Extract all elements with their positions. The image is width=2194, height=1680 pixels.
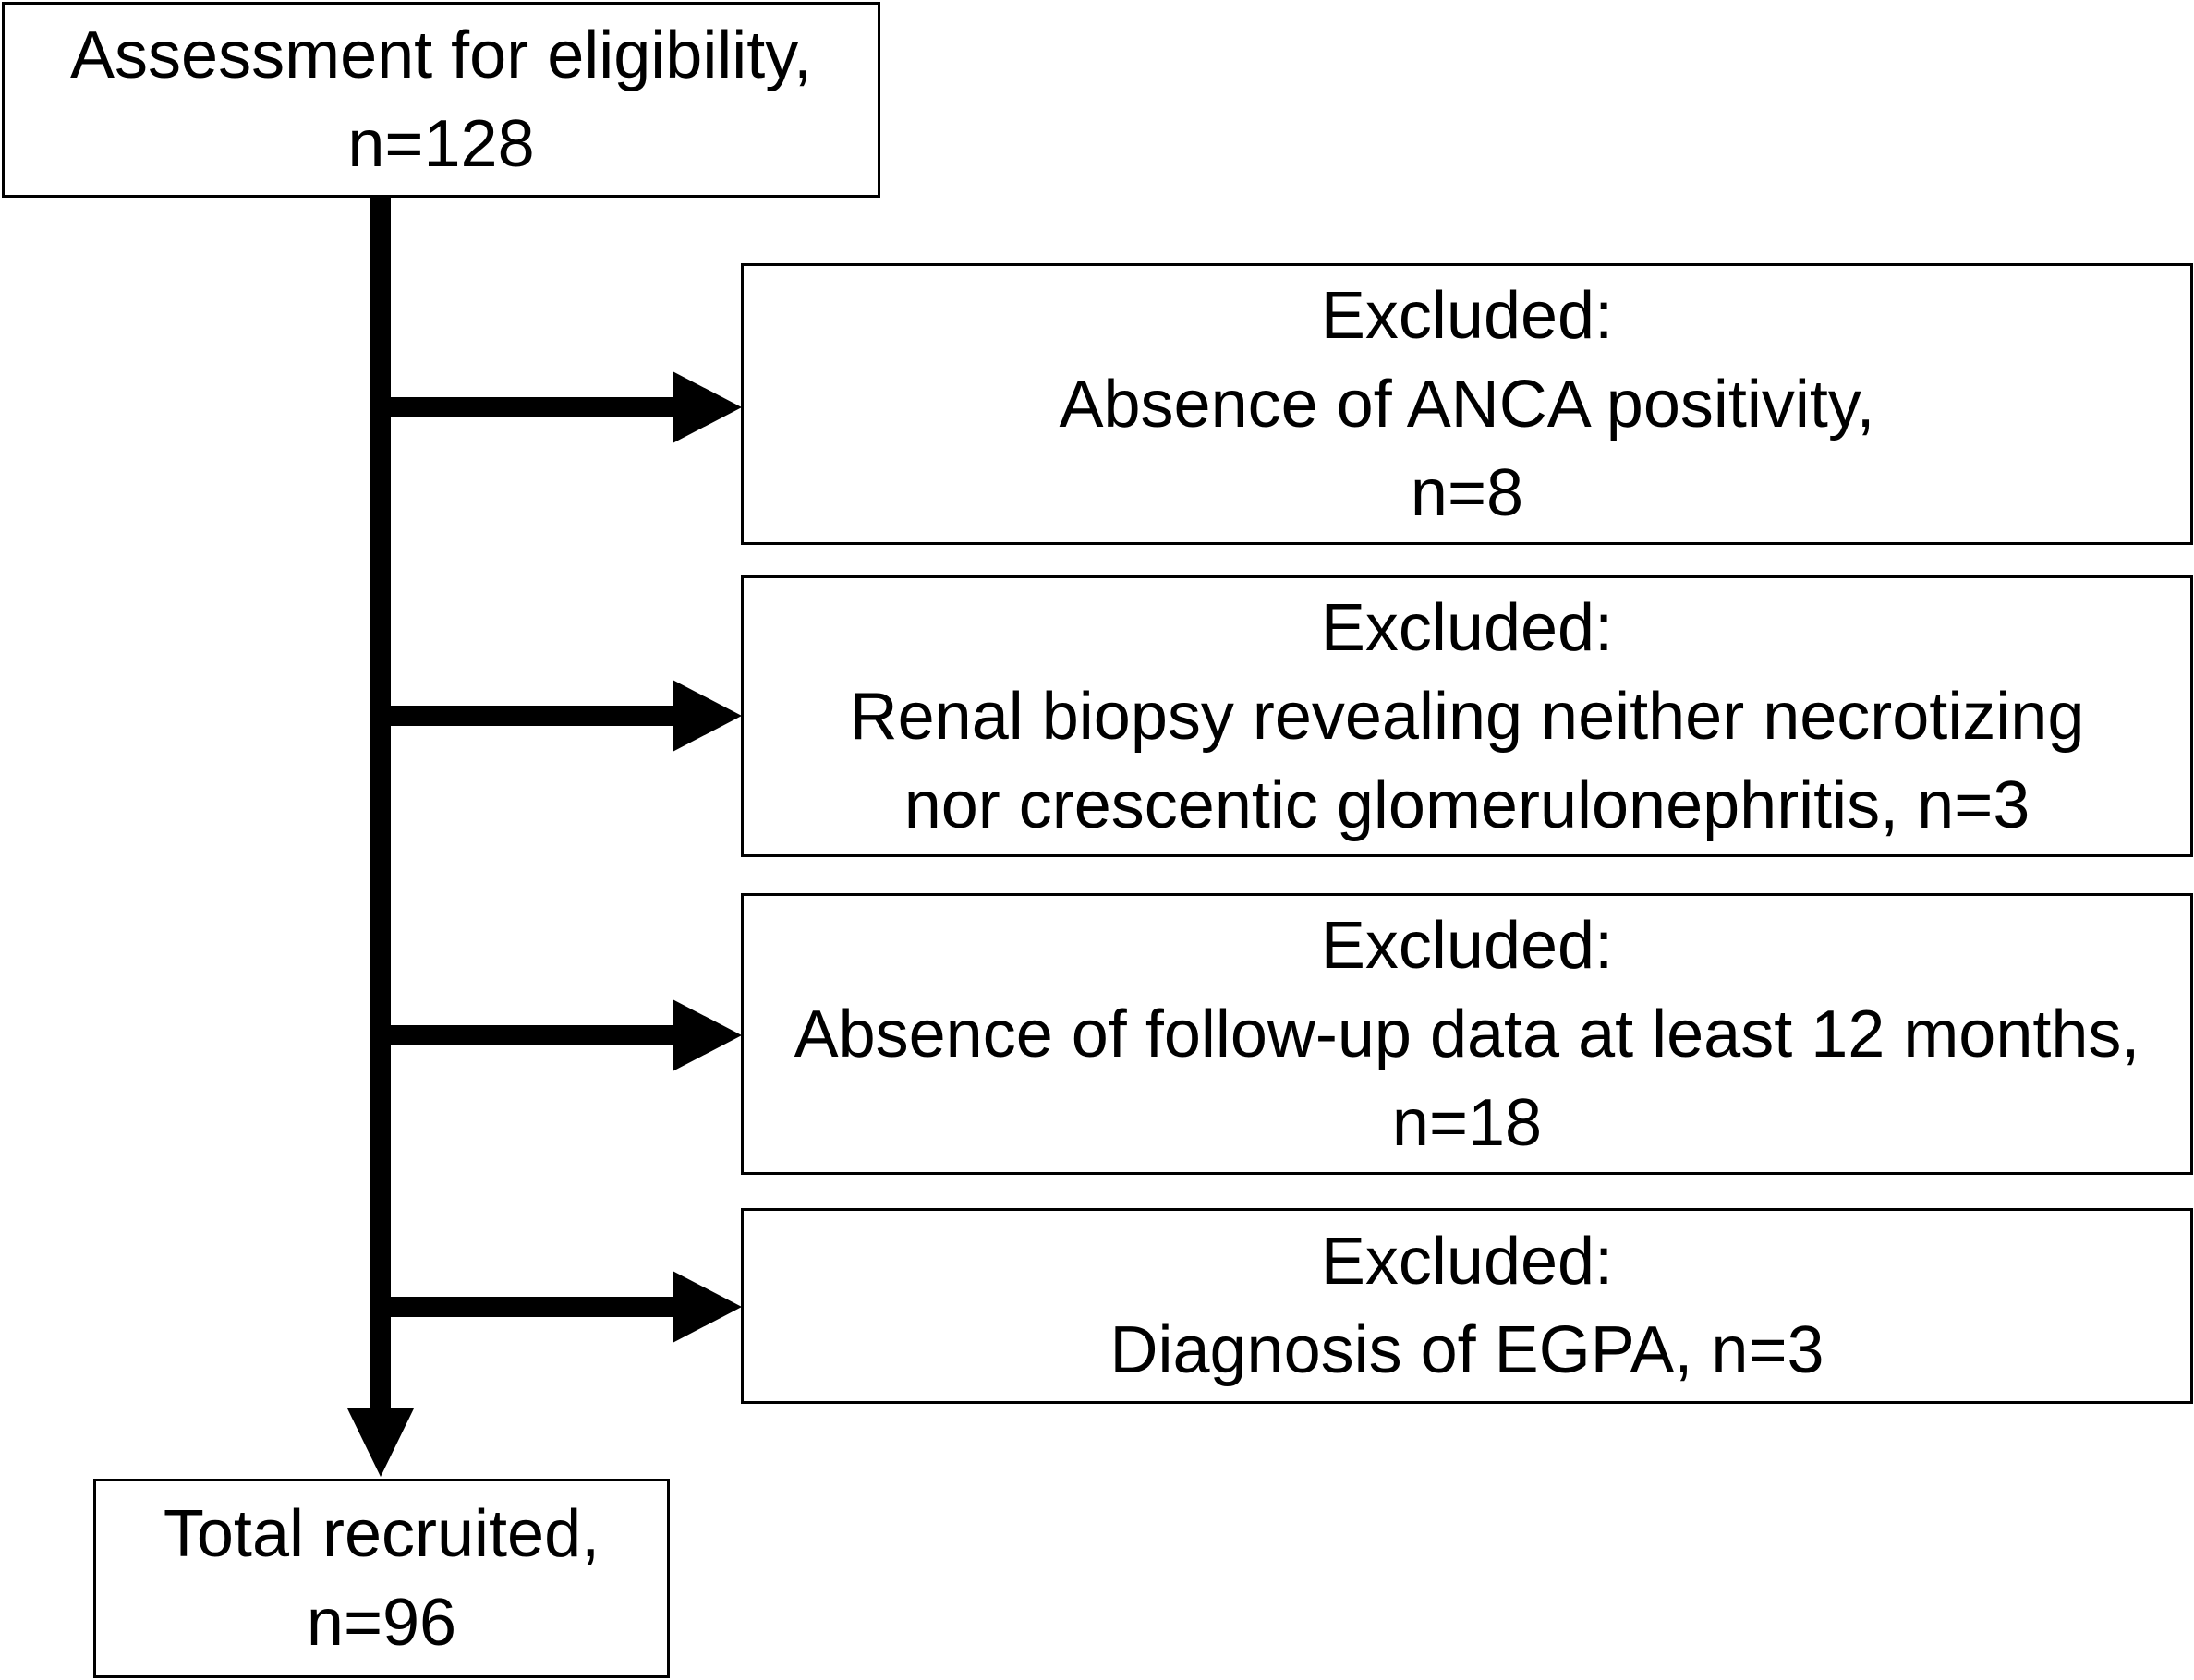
arrow-head-excl-1 <box>673 371 742 443</box>
eligibility-box: Assessment for eligibility, n=128 <box>2 2 880 198</box>
exclusion-reason: Absence of ANCA positivity, <box>1059 367 1875 441</box>
total-recruited-label: Total recruited, <box>163 1497 600 1571</box>
exclusion-heading: Excluded: <box>1320 590 1614 665</box>
total-recruited-box: Total recruited, n=96 <box>93 1479 670 1678</box>
exclusion-box-renal-biopsy: Excluded: Renal biopsy revealing neither… <box>741 575 2193 857</box>
arrow-head-excl-2 <box>673 680 742 752</box>
exclusion-box-follow-up: Excluded: Absence of follow-up data at l… <box>741 893 2193 1175</box>
exclusion-heading: Excluded: <box>1320 278 1614 353</box>
exclusion-reason: Absence of follow-up data at least 12 mo… <box>794 997 2140 1071</box>
arrow-head-excl-4 <box>673 1271 742 1343</box>
arrow-head-excl-3 <box>673 999 742 1071</box>
eligibility-line-1: Assessment for eligibility, <box>70 18 812 92</box>
exclusion-count: n=18 <box>1391 1085 1543 1160</box>
total-recruited-count: n=96 <box>306 1586 457 1660</box>
exclusion-heading: Excluded: <box>1320 1225 1614 1299</box>
exclusion-reason-count: nor crescentic glomerulonephritis, n=3 <box>903 767 2030 842</box>
exclusion-count: n=8 <box>1410 455 1524 530</box>
exclusion-reason-count: Diagnosis of EGPA, n=3 <box>1109 1313 1824 1387</box>
exclusion-reason: Renal biopsy revealing neither necrotizi… <box>849 679 2085 754</box>
eligibility-count: n=128 <box>347 107 535 181</box>
arrow-to-total-head <box>347 1408 414 1477</box>
exclusion-box-anca: Excluded: Absence of ANCA positivity, n=… <box>741 263 2193 545</box>
exclusion-heading: Excluded: <box>1320 908 1614 983</box>
exclusion-box-egpa: Excluded: Diagnosis of EGPA, n=3 <box>741 1208 2193 1404</box>
